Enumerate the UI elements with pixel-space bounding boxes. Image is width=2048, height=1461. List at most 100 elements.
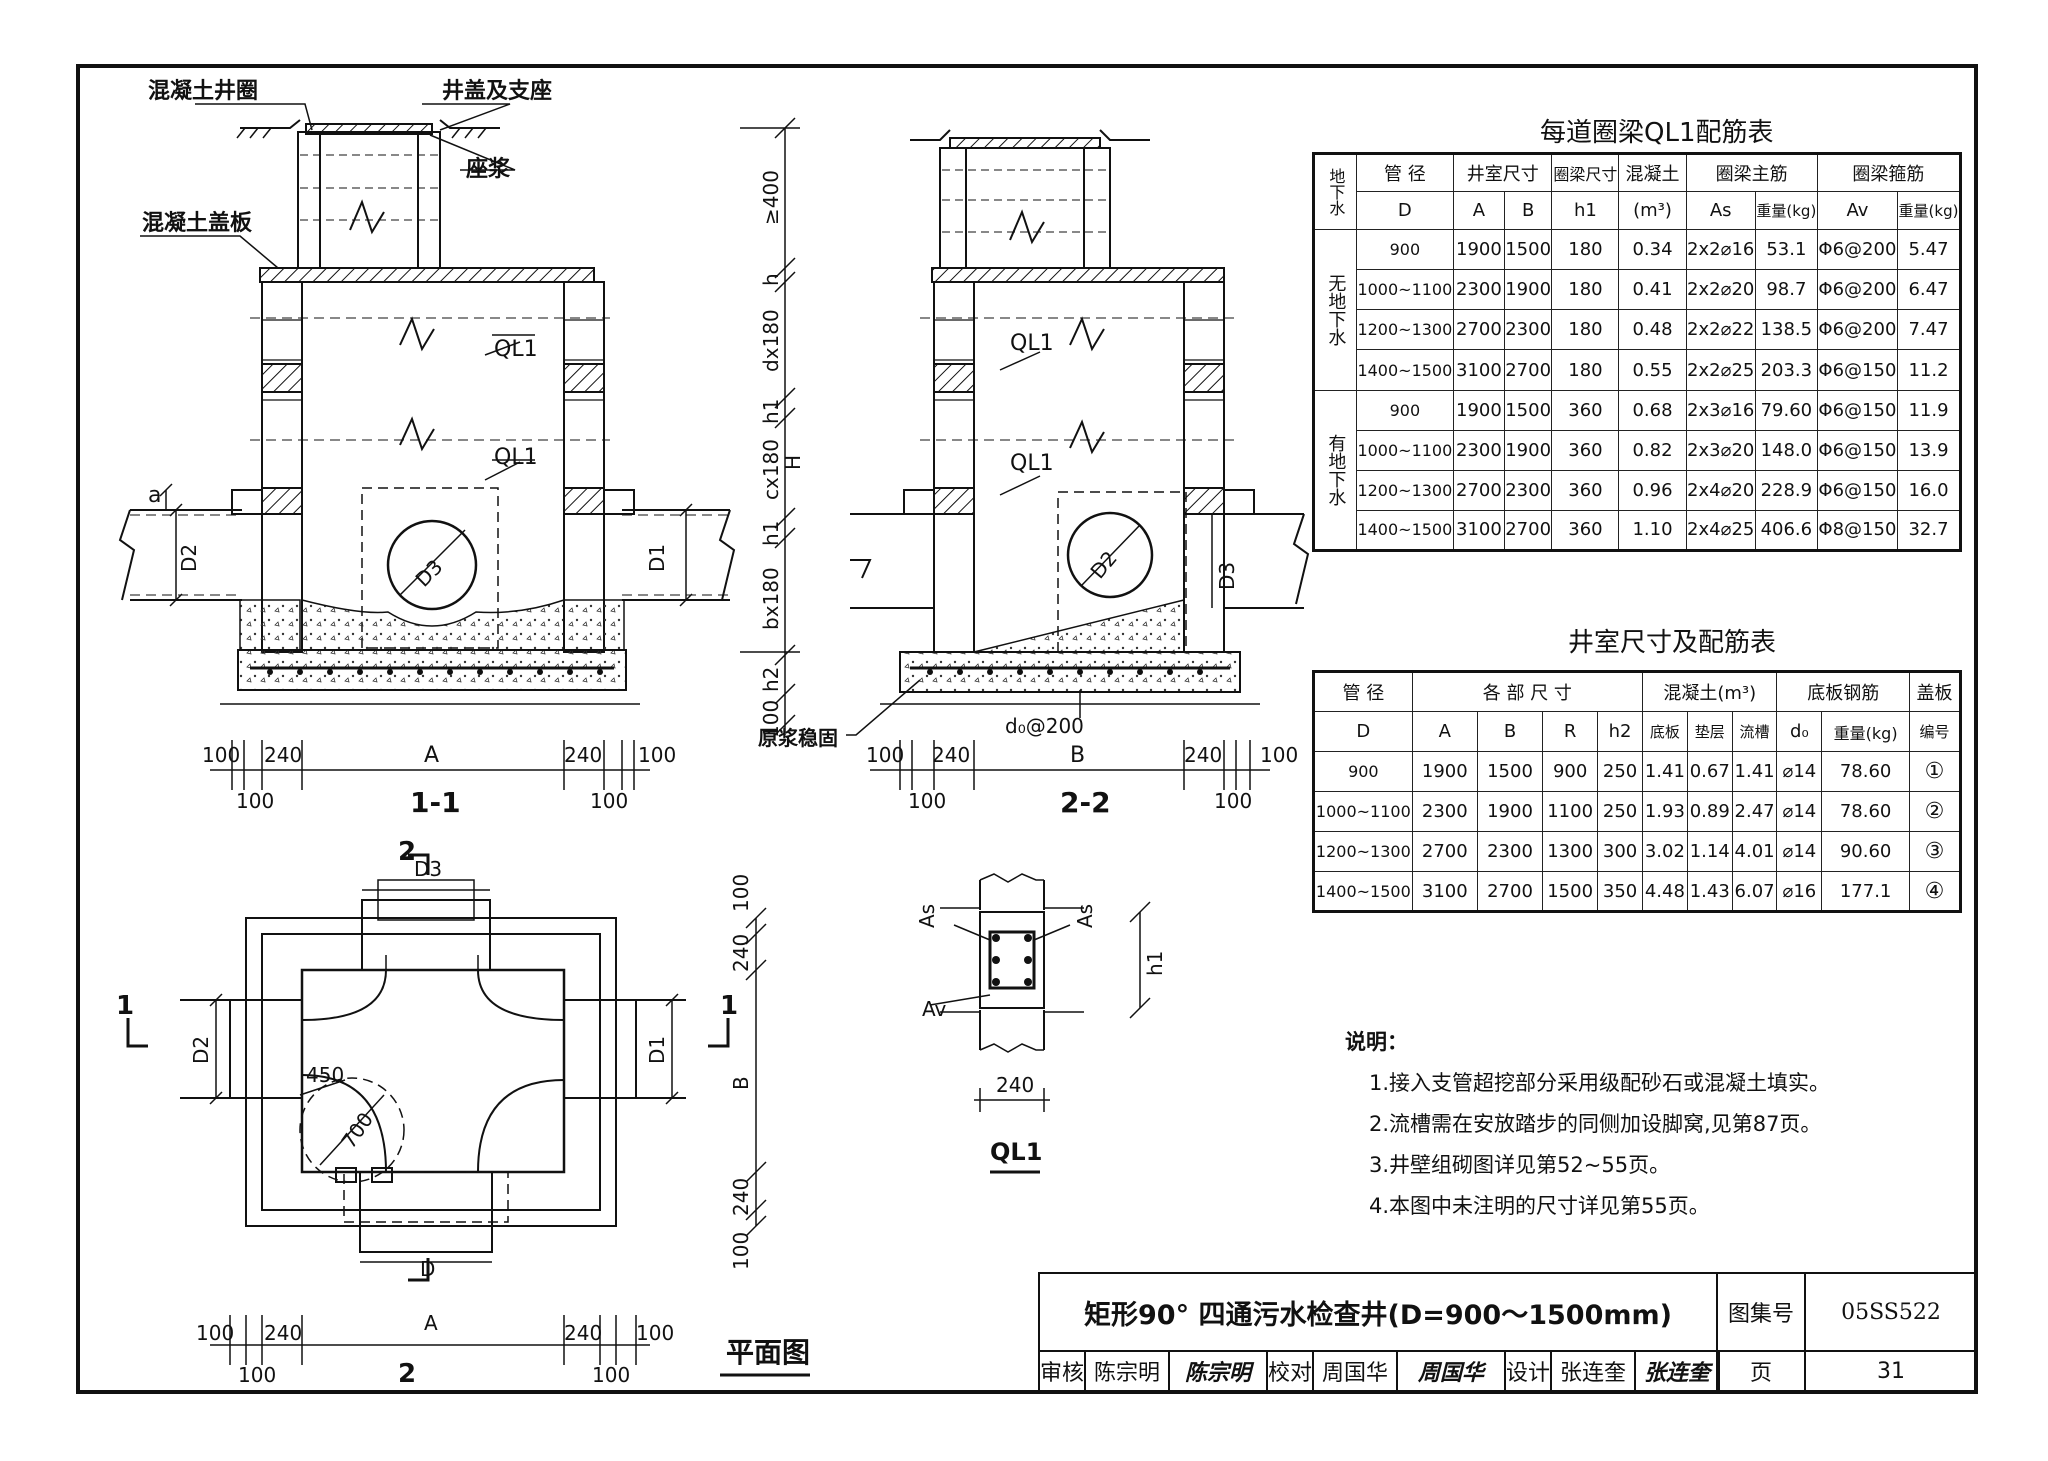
table-cell: 16.0 bbox=[1897, 469, 1961, 511]
sheet-border bbox=[76, 64, 1978, 1394]
label-D3-s2: D3 bbox=[1215, 562, 1239, 590]
table-cell: 2700 bbox=[1411, 831, 1478, 872]
atlas-label: 图集号 bbox=[1716, 1272, 1806, 1352]
th-b: B bbox=[1503, 191, 1553, 231]
t2-th-h2: h2 bbox=[1597, 711, 1643, 752]
table-cell: 2700 bbox=[1503, 349, 1553, 391]
table-cell: 32.7 bbox=[1897, 509, 1961, 552]
table-cell: 0.55 bbox=[1618, 349, 1687, 391]
drawing-title: 矩形90° 四通污水检查井(D=900～1500mm) bbox=[1038, 1272, 1718, 1352]
label-A-plan: A bbox=[424, 1311, 438, 1335]
table-cell: Φ6@200 bbox=[1816, 309, 1899, 351]
th-ring-size: 圈梁尺寸 bbox=[1551, 152, 1620, 193]
reviewer-name: 陈宗明 bbox=[1084, 1350, 1170, 1392]
table-cell: 2300 bbox=[1453, 269, 1505, 311]
table-cell: 2700 bbox=[1476, 871, 1544, 912]
atlas-number: 05SS522 bbox=[1804, 1272, 1978, 1352]
label-ql1-upper-s2: QL1 bbox=[1010, 331, 1054, 356]
table-cell: 2700 bbox=[1453, 309, 1505, 351]
table-cell: 180 bbox=[1551, 309, 1620, 351]
title-block: 矩形90° 四通污水检查井(D=900～1500mm) 图集号 05SS522 … bbox=[1038, 1272, 1978, 1392]
table-cell: 1.41 bbox=[1731, 751, 1778, 792]
dim-100-p3: 100 bbox=[636, 1321, 674, 1345]
th-chamber-size: 井室尺寸 bbox=[1453, 152, 1553, 193]
table-cell: 1200~1300 bbox=[1313, 831, 1413, 872]
rebar-table-ql1: 地下水 管 径 井室尺寸 圈梁尺寸 混凝土 圈梁主筋 圈梁箍筋 D A B h1… bbox=[1312, 152, 1962, 552]
label-D-plan: D bbox=[420, 1257, 435, 1281]
label-h2: h2 bbox=[759, 667, 783, 692]
table-cell: 2x2⌀25 bbox=[1685, 349, 1756, 391]
dim-100-e: 100 bbox=[866, 743, 904, 767]
table-cell: 4.01 bbox=[1731, 831, 1778, 872]
table-cell: 1900 bbox=[1453, 229, 1505, 271]
table-cell: 13.9 bbox=[1897, 429, 1961, 471]
table-cell: 900 bbox=[1313, 751, 1413, 792]
dim-240-a: 240 bbox=[264, 743, 302, 767]
table-cell: 5.47 bbox=[1897, 229, 1961, 271]
t2-th-cover: 盖板 bbox=[1908, 671, 1962, 712]
table-cell: 78.60 bbox=[1821, 791, 1910, 832]
designer-signature: 张连奎 bbox=[1634, 1350, 1720, 1392]
notes-title: 说明： bbox=[1345, 1030, 1408, 1054]
table-cell: 1500 bbox=[1542, 871, 1599, 912]
th-concrete: 混凝土 bbox=[1618, 152, 1687, 193]
table-cell: 0.68 bbox=[1618, 389, 1687, 431]
dim-240-d: 240 bbox=[1184, 743, 1222, 767]
table-cell: Φ6@150 bbox=[1816, 349, 1899, 391]
table-cell: 11.2 bbox=[1897, 349, 1961, 391]
table-cell: Φ6@200 bbox=[1816, 229, 1899, 271]
label-av: Av bbox=[922, 997, 947, 1021]
table-cell: 1400~1500 bbox=[1355, 509, 1455, 552]
th-as: As bbox=[1685, 191, 1756, 231]
table-cell: 98.7 bbox=[1754, 269, 1818, 311]
table-cell: 4.48 bbox=[1641, 871, 1688, 912]
t2-th-r: R bbox=[1542, 711, 1599, 752]
table-cell: ⌀14 bbox=[1776, 791, 1823, 832]
table-cell: 2x4⌀20 bbox=[1685, 469, 1756, 511]
table-cell: 1.41 bbox=[1641, 751, 1688, 792]
th-pipe-dia: 管 径 bbox=[1355, 152, 1455, 193]
notes: 说明： 1.接入支管超挖部分采用级配砂石或混凝土填实。 2.流槽需在安放踏步的同… bbox=[1345, 1022, 1830, 1227]
check-label: 校对 bbox=[1266, 1350, 1314, 1392]
table-cell: 2x3⌀20 bbox=[1685, 429, 1756, 471]
table-cell: 1000~1100 bbox=[1355, 429, 1455, 471]
table-cell: 0.41 bbox=[1618, 269, 1687, 311]
table-cell: 1900 bbox=[1476, 791, 1544, 832]
th-av-weight: 重量(kg) bbox=[1897, 191, 1961, 231]
label-grout: 原浆稳固 bbox=[758, 726, 838, 750]
table-cell: 300 bbox=[1597, 831, 1643, 872]
t2-th-a: A bbox=[1411, 711, 1478, 752]
checker-signature: 周国华 bbox=[1396, 1350, 1506, 1392]
label-as-right: As bbox=[1073, 904, 1097, 928]
table-cell: 2300 bbox=[1453, 429, 1505, 471]
table-cell: 138.5 bbox=[1754, 309, 1818, 351]
table-cell: 2300 bbox=[1503, 309, 1553, 351]
table-cell: 1300 bbox=[1542, 831, 1599, 872]
t2-th-pipe-dia: 管 径 bbox=[1313, 671, 1413, 712]
dim-100-a: 100 bbox=[202, 743, 240, 767]
table-cell: 360 bbox=[1551, 429, 1620, 471]
table-cell: 203.3 bbox=[1754, 349, 1818, 391]
th-av: Av bbox=[1816, 191, 1899, 231]
table-cell: 79.60 bbox=[1754, 389, 1818, 431]
table-cell: Φ6@150 bbox=[1816, 389, 1899, 431]
table-cell: 3100 bbox=[1453, 349, 1505, 391]
table-cell: 2300 bbox=[1411, 791, 1478, 832]
cut-mark-1-left: 1 bbox=[116, 991, 134, 1021]
t2-th-cushion: 垫层 bbox=[1686, 711, 1733, 752]
table-cell: 1900 bbox=[1411, 751, 1478, 792]
dim-100-g: 100 bbox=[1260, 743, 1298, 767]
table-cell: 900 bbox=[1355, 389, 1455, 431]
label-as-left: As bbox=[915, 904, 939, 928]
table-cell: 0.48 bbox=[1618, 309, 1687, 351]
chamber-size-table: 管 径 各 部 尺 寸 混凝土(m³) 底板钢筋 盖板 D A B R h2 底… bbox=[1312, 670, 1962, 913]
label-A-s1: A bbox=[424, 743, 439, 768]
table-cell: 1100 bbox=[1542, 791, 1599, 832]
